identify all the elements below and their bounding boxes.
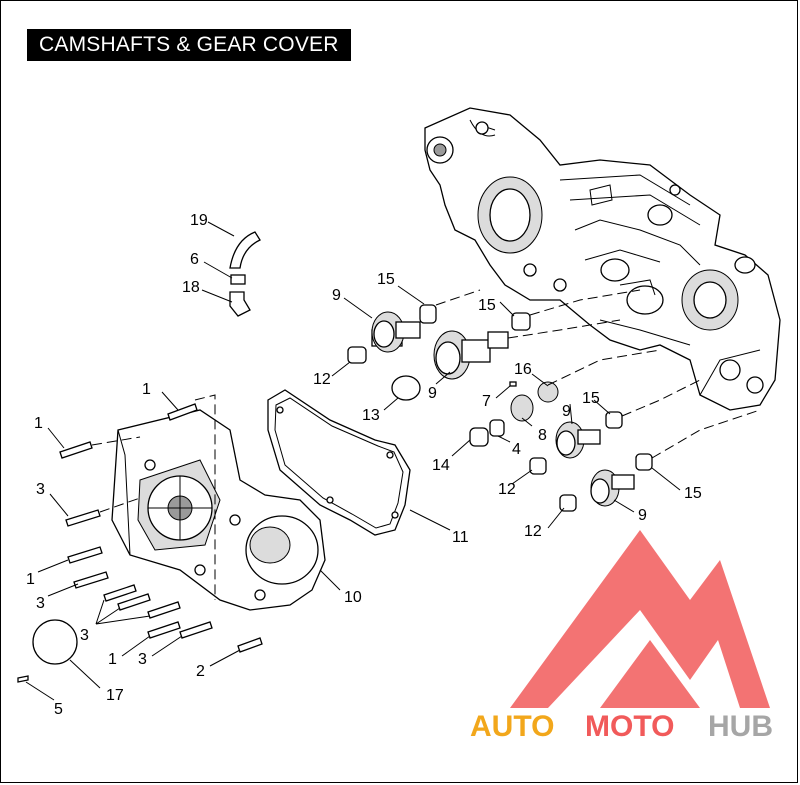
spacer-gear xyxy=(537,381,559,403)
gear-cover xyxy=(111,409,326,611)
callout-3: 3 xyxy=(36,481,45,498)
callout-10: 10 xyxy=(344,589,362,606)
callout-3: 3 xyxy=(80,627,89,644)
callout-1: 1 xyxy=(108,651,117,668)
bearing xyxy=(529,457,547,475)
callout-9: 9 xyxy=(562,403,571,420)
callout-1: 1 xyxy=(142,381,151,398)
callout-15: 15 xyxy=(684,485,702,502)
bushing xyxy=(419,304,437,324)
callout-12: 12 xyxy=(524,523,542,540)
callout-1: 1 xyxy=(34,415,43,432)
hose-clamp xyxy=(230,274,246,285)
screw-set xyxy=(59,403,263,653)
timer-cover xyxy=(32,619,78,665)
bearing-ring xyxy=(391,375,421,401)
watermark-auto: AUTO xyxy=(470,710,554,743)
watermark-moto: MOTO xyxy=(585,710,674,743)
callout-1: 1 xyxy=(26,571,35,588)
bushing xyxy=(605,411,623,429)
callout-15: 15 xyxy=(478,297,496,314)
callout-12: 12 xyxy=(498,481,516,498)
callout-18: 18 xyxy=(182,279,200,296)
hose xyxy=(229,231,261,269)
callout-2: 2 xyxy=(196,663,205,680)
watermark-hub: HUB xyxy=(708,710,773,743)
callout-15: 15 xyxy=(582,390,600,407)
washer xyxy=(469,427,489,447)
camshaft-front xyxy=(555,421,601,459)
watermark-text: AUTO MOTO HUB xyxy=(470,710,773,743)
callout-14: 14 xyxy=(432,457,450,474)
bearing xyxy=(559,494,577,512)
callout-4: 4 xyxy=(512,441,521,458)
watermark-logo xyxy=(510,530,770,708)
callout-9: 9 xyxy=(638,507,647,524)
callout-7: 7 xyxy=(482,393,491,410)
callout-3: 3 xyxy=(36,595,45,612)
bearing xyxy=(347,346,367,364)
alignment-lines xyxy=(91,289,761,600)
crankcase xyxy=(424,107,781,411)
callout-8: 8 xyxy=(538,427,547,444)
pinion-gear xyxy=(510,394,534,422)
oil-fitting xyxy=(229,291,251,317)
callout-5: 5 xyxy=(54,701,63,718)
callout-19: 19 xyxy=(190,212,208,229)
camshaft-lower xyxy=(590,469,635,507)
camshaft-drive-gear xyxy=(433,330,509,380)
gasket xyxy=(267,389,411,536)
callout-9: 9 xyxy=(428,385,437,402)
callout-labels: 19 6 18 9 15 15 12 9 13 16 7 9 15 8 4 14… xyxy=(26,212,702,718)
callout-17: 17 xyxy=(106,687,124,704)
callout-16: 16 xyxy=(514,361,532,378)
logo-mark xyxy=(510,530,770,708)
bushing xyxy=(511,312,531,331)
callout-6: 6 xyxy=(190,251,199,268)
callout-11: 11 xyxy=(452,529,469,546)
leader-lines xyxy=(25,221,681,701)
page-title: CAMSHAFTS & GEAR COVER xyxy=(27,29,351,61)
cover-screw xyxy=(17,675,29,683)
bushing xyxy=(635,453,653,471)
washer xyxy=(489,419,505,437)
callout-13: 13 xyxy=(362,407,380,424)
callout-9: 9 xyxy=(332,287,341,304)
callout-15: 15 xyxy=(377,271,395,288)
callout-3: 3 xyxy=(138,651,147,668)
camshaft-rear xyxy=(371,311,421,353)
callout-12: 12 xyxy=(313,371,331,388)
key xyxy=(509,381,517,387)
